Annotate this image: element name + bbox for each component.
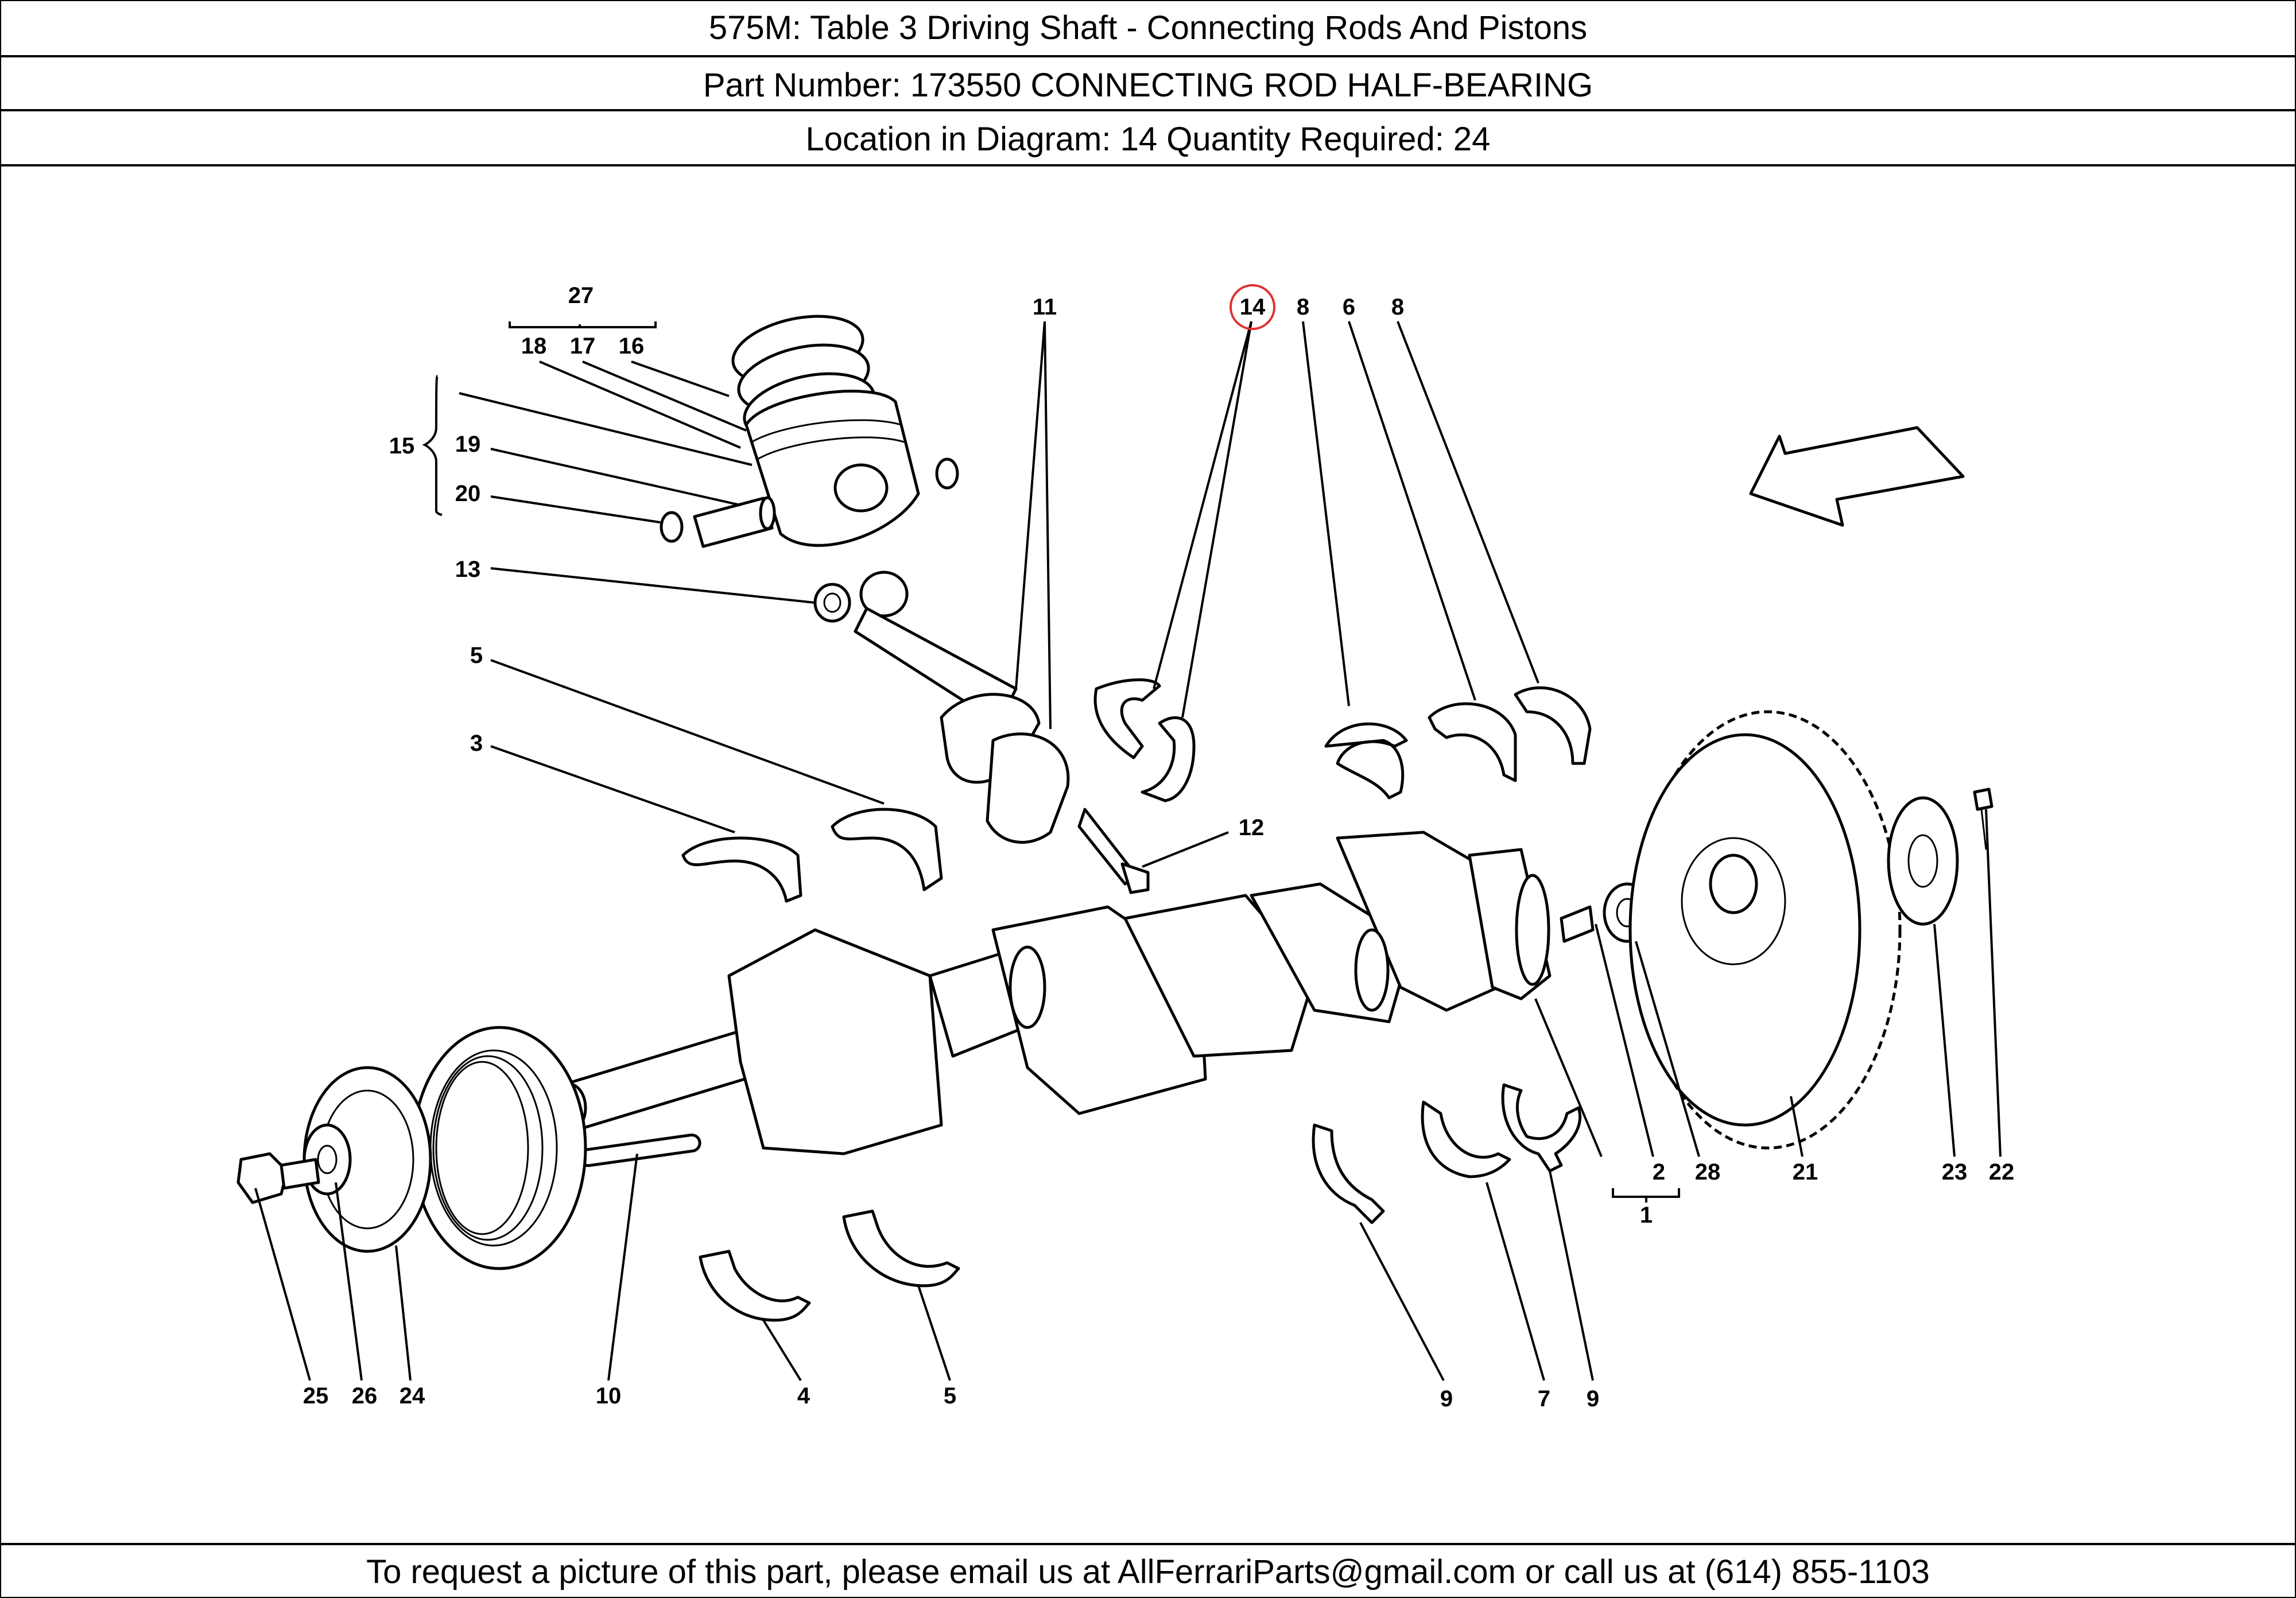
header-divider-1: [0, 55, 2296, 57]
label-7: 7: [1538, 1386, 1550, 1411]
piston: [744, 389, 920, 547]
label-27: 27: [568, 283, 594, 308]
label-26: 26: [352, 1383, 378, 1409]
flywheel: [1628, 710, 1902, 1150]
main-half-bearing-5-upper: [831, 808, 943, 891]
label-2: 2: [1653, 1159, 1665, 1185]
label-5-upper: 5: [470, 643, 483, 668]
label-21: 21: [1793, 1159, 1818, 1185]
piston-circlip-right: [935, 457, 959, 490]
label-23: 23: [1942, 1159, 1968, 1185]
conrod-half-bearing-upper: [1093, 678, 1161, 759]
flywheel-washer: [1887, 796, 1959, 926]
label-8-second: 8: [1391, 294, 1404, 320]
location-quantity-line: Location in Diagram: 14 Quantity Require…: [805, 121, 1491, 158]
piston-pin: [693, 496, 776, 548]
crankshaft-key: [579, 1133, 701, 1168]
main-half-bearing-5-lower: [842, 1209, 960, 1287]
label-8-first: 8: [1297, 294, 1309, 320]
label-15: 15: [389, 433, 415, 459]
flywheel-bolt: [1973, 788, 1994, 850]
label-22: 22: [1989, 1159, 2015, 1185]
label-9-left: 9: [1440, 1386, 1453, 1411]
main-half-bearing-3: [681, 836, 802, 903]
highlight-circle: [1230, 284, 1275, 330]
label-4: 4: [797, 1383, 810, 1409]
label-11: 11: [1033, 294, 1057, 320]
label-25: 25: [303, 1383, 329, 1409]
pulley-hub: [302, 1066, 432, 1253]
conrod-half-bearing-lower: [1141, 716, 1196, 802]
label-28: 28: [1695, 1159, 1721, 1185]
label-6: 6: [1343, 294, 1355, 320]
thrust-half-bearing-6: [1428, 702, 1517, 782]
contact-footer: To request a picture of this part, pleas…: [366, 1553, 1930, 1591]
label-17: 17: [570, 333, 596, 359]
main-half-bearing-7: [1421, 1100, 1511, 1178]
thrust-half-bearing-9a: [1312, 1123, 1385, 1224]
main-bearing-shell-b: [1514, 686, 1592, 765]
header-divider-2: [0, 109, 2296, 111]
label-16: 16: [619, 333, 645, 359]
page-title: 575M: Table 3 Driving Shaft - Connecting…: [708, 9, 1588, 46]
label-5-lower: 5: [944, 1383, 956, 1409]
header-divider-3: [0, 164, 2296, 166]
crank-pulley-bolt: [236, 1152, 320, 1204]
pilot-bearing-bush: [1560, 905, 1595, 943]
leader-lines: [254, 321, 2002, 1382]
footer-divider: [0, 1543, 2296, 1545]
connecting-rod: [854, 571, 1070, 844]
label-14: 14: [1240, 294, 1266, 320]
part-number-line: Part Number: 173550 CONNECTING ROD HALF-…: [703, 67, 1593, 104]
label-1: 1: [1640, 1203, 1653, 1228]
label-9-right: 9: [1587, 1386, 1599, 1411]
label-24: 24: [400, 1383, 425, 1409]
thrust-half-bearing-9b: [1501, 1083, 1582, 1173]
label-3: 3: [470, 731, 483, 756]
small-end-bush: [813, 583, 851, 623]
label-12: 12: [1239, 815, 1265, 840]
rod-bolt: [1077, 808, 1150, 894]
crank-pulley: [412, 1026, 587, 1270]
label-18: 18: [521, 333, 547, 359]
piston-circlip-left: [660, 511, 684, 543]
main-bearing-shell-a: [1324, 722, 1408, 800]
crankshaft: [549, 831, 1552, 1155]
label-13: 13: [455, 557, 481, 582]
label-20: 20: [455, 481, 481, 506]
direction-arrow: [1749, 426, 1965, 527]
label-10: 10: [596, 1383, 622, 1409]
label-19: 19: [455, 432, 481, 457]
main-half-bearing-4: [699, 1250, 811, 1322]
callout-labels: 27 18 17 16 15 19 20 13 5 3 11 14 8 6 8 …: [303, 283, 2015, 1411]
